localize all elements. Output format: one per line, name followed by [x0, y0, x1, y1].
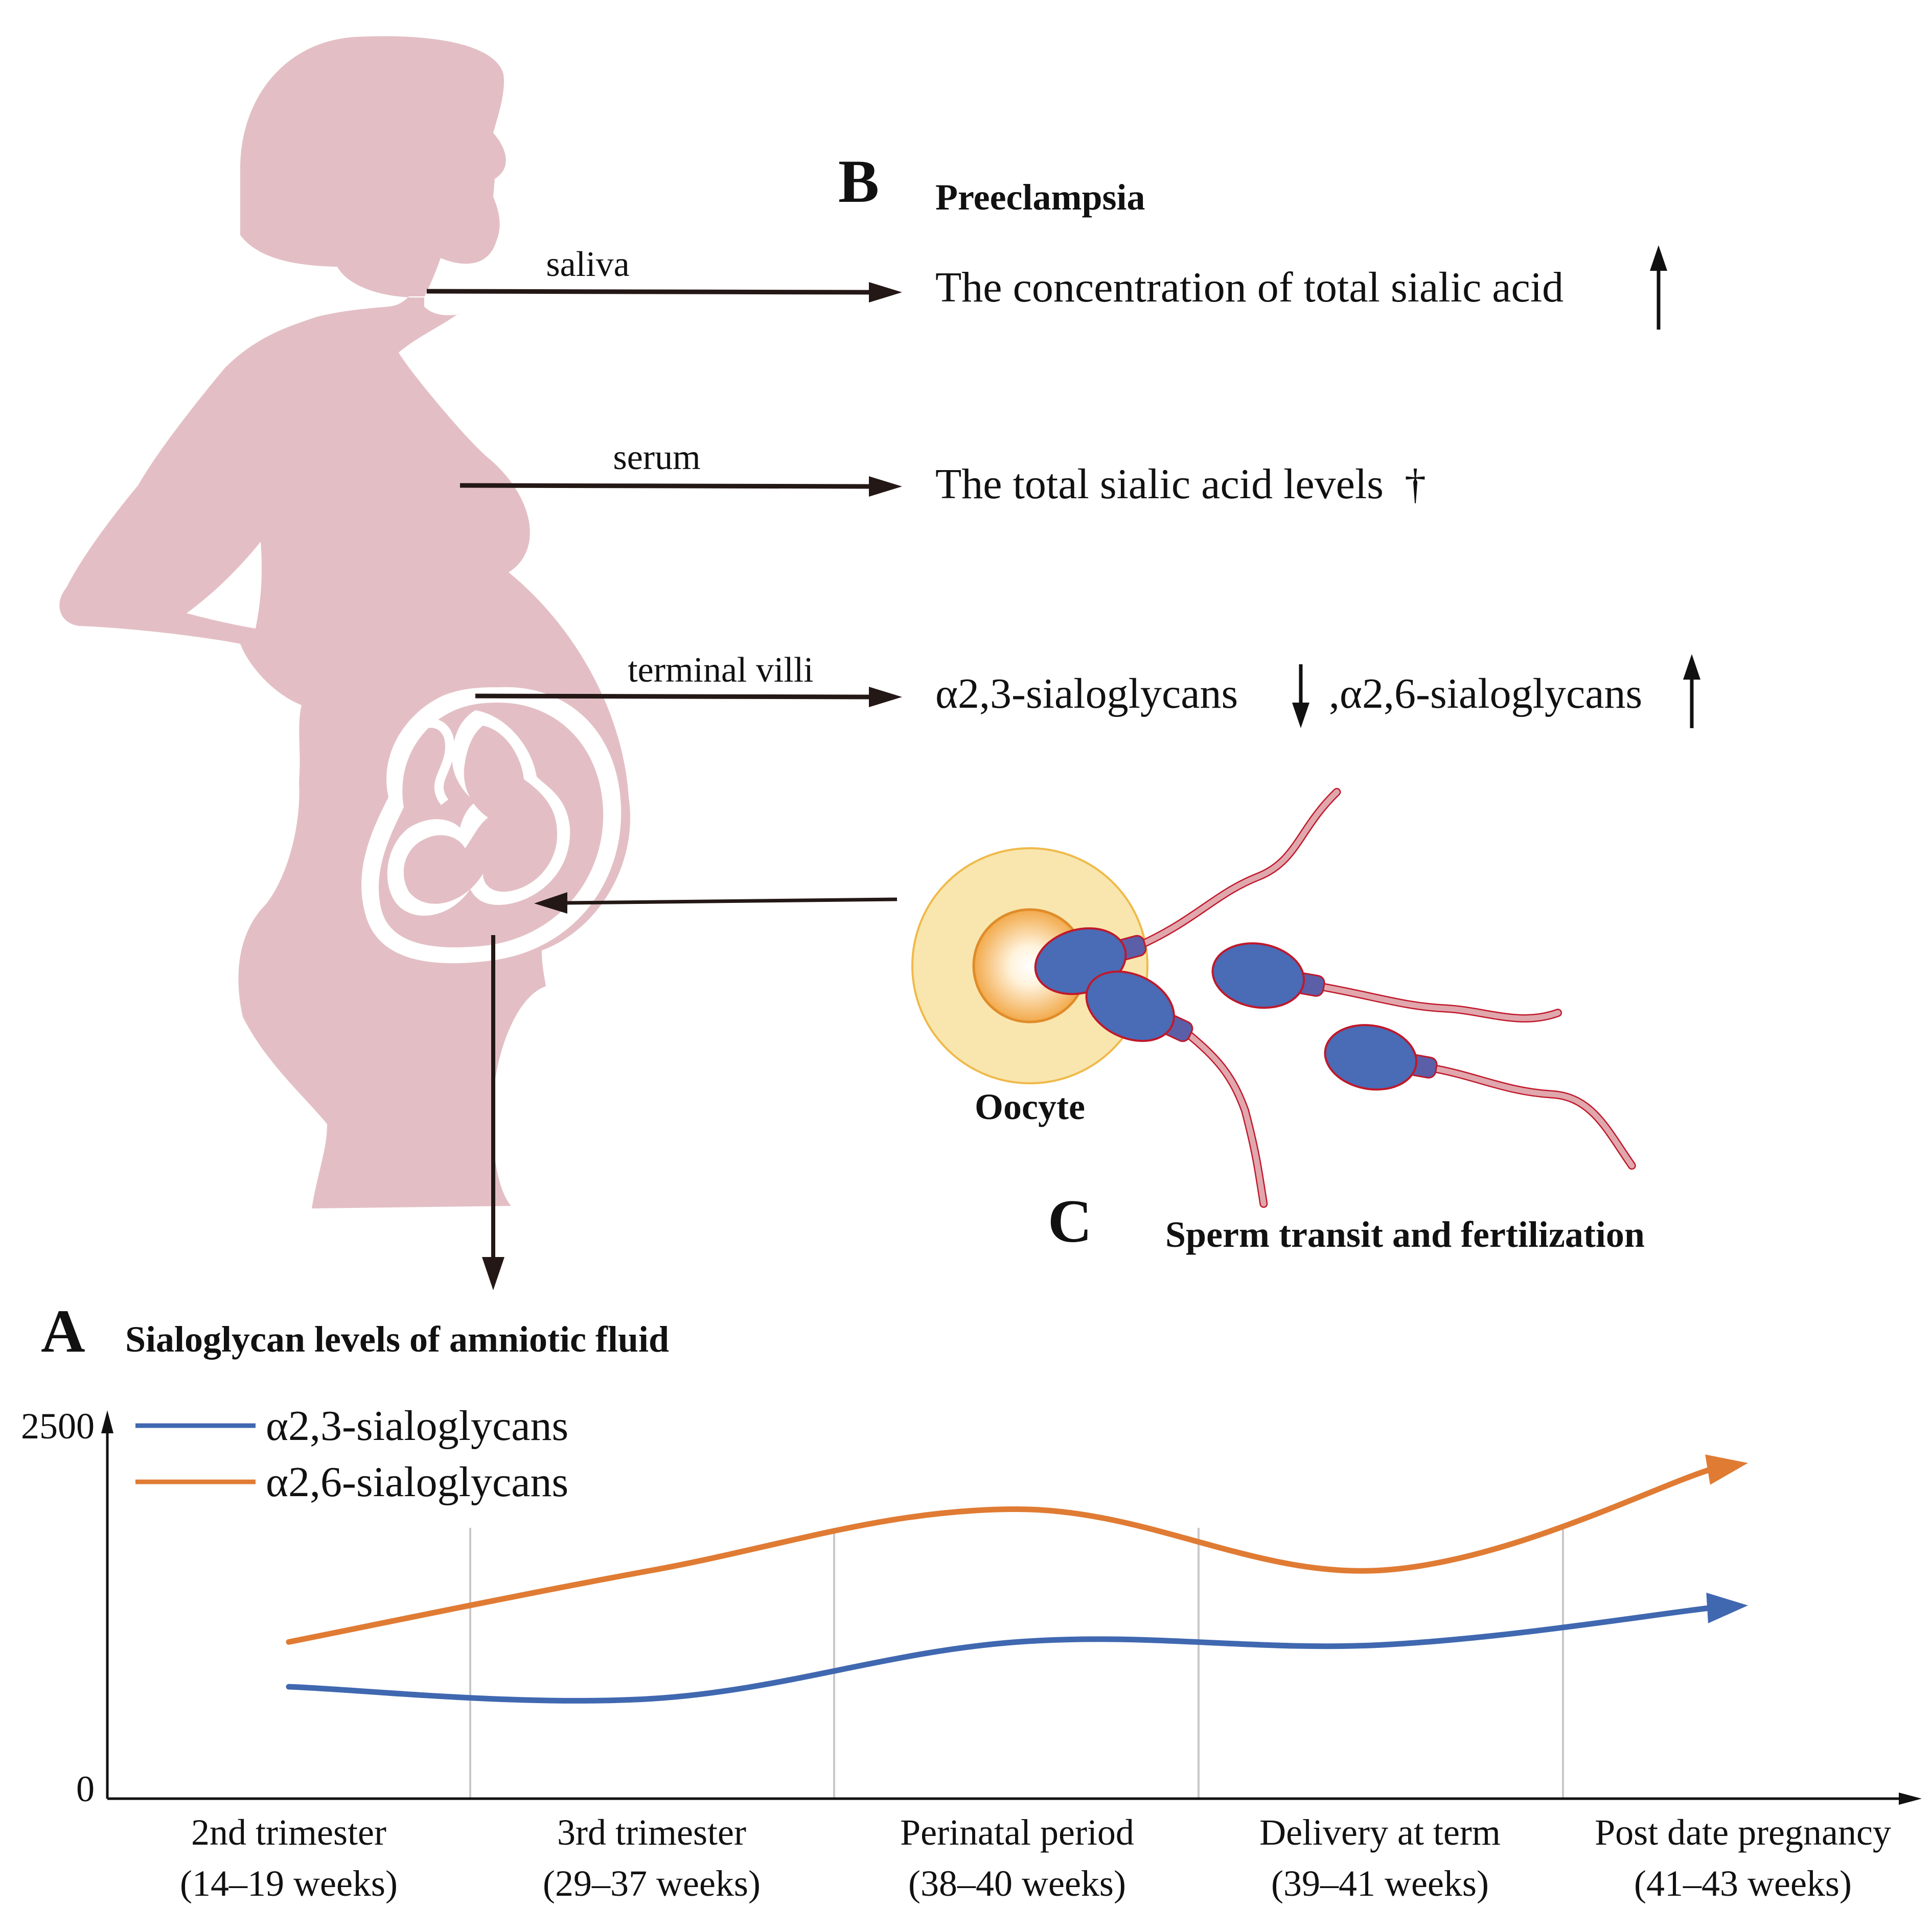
sperm-tail-inner — [1137, 789, 1340, 948]
saliva-arrowhead — [869, 282, 902, 303]
sperm-tail-inner — [1428, 1065, 1635, 1169]
source-label-saliva: saliva — [546, 245, 629, 284]
sialoglycan-line-chart: 2500 0 2nd trimester(14–19 weeks) 3rd trime… — [21, 1402, 1922, 1904]
sperm-tail — [1182, 1028, 1268, 1208]
panel-c-letter: C — [1048, 1187, 1092, 1255]
sperm-tail — [1315, 982, 1562, 1022]
serum-arrowhead — [869, 476, 902, 497]
panel-c-title: Sperm transit and fertilization — [1165, 1214, 1645, 1255]
sperm-head — [1085, 970, 1175, 1042]
sperm-head — [1324, 1024, 1418, 1091]
alpha23-text: α2,3-sialoglycans — [935, 670, 1238, 717]
oocyte-to-uterus-arrow — [567, 897, 898, 905]
villi-arrowhead — [869, 687, 902, 707]
source-label-serum: serum — [613, 438, 700, 477]
panel-b-letter: B — [838, 147, 879, 215]
series-line — [286, 1604, 1715, 1704]
umbilical-cord — [405, 718, 455, 805]
sperm-icon — [1324, 1024, 1636, 1170]
x-axis-arrowhead — [1899, 1793, 1922, 1805]
oocyte-icon — [911, 847, 1148, 1084]
y-tick-label: 0 — [76, 1769, 95, 1809]
sperm-tail — [1427, 1064, 1636, 1170]
down-arrow-icon — [1292, 664, 1309, 728]
legend-label: α2,6-sialoglycans — [266, 1458, 568, 1506]
finding-villi-b: ,α2,6-sialoglycans — [1329, 670, 1642, 717]
sperm-tail-inner — [1316, 983, 1561, 1021]
x-tick-label: Perinatal period(38–40 weeks) — [900, 1812, 1134, 1904]
alpha26-text: ,α2,6-sialoglycans — [1329, 670, 1642, 717]
oocyte-label: Oocyte — [975, 1086, 1085, 1127]
fetus-body — [403, 726, 558, 904]
x-tick-label: Post date pregnancy(41–43 weeks) — [1595, 1812, 1891, 1904]
sperm-head — [1211, 942, 1305, 1009]
amniotic-arrowhead — [482, 1257, 504, 1290]
panel-a-title: Sialoglycan levels of amniotic fluid — [125, 1319, 669, 1360]
x-tick-label: 3rd trimester(29–37 weeks) — [543, 1812, 761, 1904]
y-tick-label: 2500 — [21, 1406, 95, 1447]
sperm-tail-inner — [1183, 1029, 1267, 1207]
series-arrowhead — [1705, 1454, 1748, 1485]
panel-b-title: Preeclampsia — [935, 177, 1145, 218]
sperm-tail — [1136, 788, 1341, 949]
sperm-icon — [1085, 970, 1268, 1208]
arrows — [426, 282, 902, 1290]
panel-a-letter: A — [41, 1297, 85, 1365]
series-arrowhead — [1706, 1592, 1748, 1623]
sperm-group — [1034, 788, 1636, 1208]
source-label-terminal-villi: terminal villi — [628, 650, 814, 690]
oocyte-to-uterus-arrowhead — [534, 892, 567, 914]
finding-villi: α2,3-sialoglycans — [935, 670, 1238, 717]
finding-serum: The total sialic acid levels † — [935, 460, 1426, 508]
silhouette-body — [59, 36, 631, 1209]
sperm-icon — [1211, 942, 1562, 1022]
saliva-arrow — [426, 289, 869, 295]
villi-arrow — [475, 693, 869, 700]
serum-arrow — [459, 483, 869, 489]
up-arrow-icon — [1650, 245, 1667, 330]
y-axis-arrowhead — [101, 1410, 113, 1433]
finding-saliva: The concentration of total sialic acid — [935, 264, 1563, 311]
up-arrow-icon — [1683, 654, 1700, 728]
x-tick-label: 2nd trimester(14–19 weeks) — [180, 1812, 398, 1904]
dagger-marker: † — [1405, 460, 1426, 508]
x-tick-label: Delivery at term(39–41 weeks) — [1259, 1812, 1501, 1904]
legend-label: α2,3-sialoglycans — [266, 1402, 568, 1450]
pregnant-woman-silhouette — [59, 36, 631, 1209]
series-line — [286, 1466, 1715, 1645]
